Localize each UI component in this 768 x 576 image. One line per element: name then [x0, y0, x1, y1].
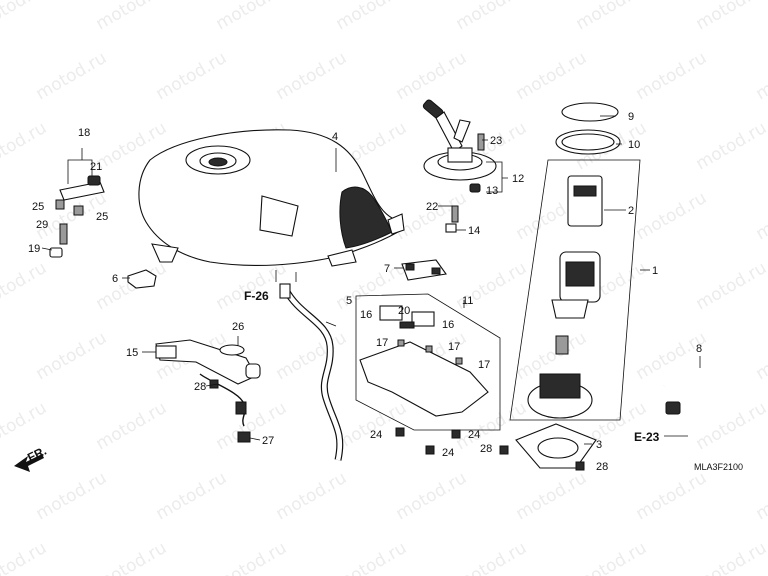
callout-7: 7	[384, 263, 390, 275]
breather-hose	[279, 283, 344, 461]
callout-9: 9	[628, 111, 634, 123]
watermark-text: motod.ru	[93, 398, 171, 454]
callout-12: 12	[512, 173, 524, 185]
watermark-text: motod.ru	[93, 258, 171, 314]
callout-28c: 28	[596, 461, 608, 473]
callout-25b: 25	[96, 211, 108, 223]
callout-18: 18	[78, 127, 90, 139]
watermark-text: motod.ru	[273, 468, 351, 524]
callout-22: 22	[426, 201, 438, 213]
callout-24b: 24	[442, 447, 454, 459]
watermark-text: motod.ru	[513, 48, 591, 104]
watermark-text: motod.ru	[753, 188, 768, 244]
callout-19: 19	[28, 243, 40, 255]
callout-4: 4	[332, 131, 338, 143]
watermark-text: motod.ru	[273, 48, 351, 104]
watermark-text: motod.ru	[633, 48, 711, 104]
callout-10: 10	[628, 139, 640, 151]
watermark-text: motod.ru	[33, 328, 111, 384]
callout-16b: 16	[442, 319, 454, 331]
callout-1: 1	[652, 265, 658, 277]
watermark-text: motod.ru	[573, 538, 651, 576]
watermark-text: motod.ru	[753, 48, 768, 104]
callout-3: 3	[596, 439, 602, 451]
callout-20: 20	[398, 305, 410, 317]
callout-29: 29	[36, 219, 48, 231]
callout-21: 21	[90, 161, 102, 173]
watermark-text: motod.ru	[393, 48, 471, 104]
callout-5: 5	[346, 295, 352, 307]
watermark-text: motod.ru	[0, 538, 50, 576]
reference-e23: E-23	[634, 430, 660, 444]
callout-14: 14	[468, 225, 480, 237]
watermark-text: motod.ru	[453, 538, 531, 576]
tank-mount-hardware	[49, 175, 157, 289]
watermark-text: motod.ru	[273, 328, 351, 384]
callout-13: 13	[486, 185, 498, 197]
watermark-text: motod.ru	[153, 48, 231, 104]
watermark-text: motod.ru	[213, 258, 291, 314]
callout-25a: 25	[32, 201, 44, 213]
watermark-text: motod.ru	[693, 538, 768, 576]
watermark-text: motod.ru	[453, 0, 531, 34]
front-direction-arrow	[14, 454, 44, 472]
callout-6: 6	[112, 273, 118, 285]
watermark-text: motod.ru	[213, 538, 291, 576]
callout-15: 15	[126, 347, 138, 359]
watermark-text: motod.ru	[393, 468, 471, 524]
callout-24a: 24	[370, 429, 382, 441]
watermark-text: motod.ru	[693, 118, 768, 174]
callout-11: 11	[462, 295, 473, 307]
watermark-text: motod.ru	[633, 468, 711, 524]
fuel-tank	[138, 129, 405, 267]
watermark-text: motod.ru	[693, 258, 768, 314]
watermark-text: motod.ru	[753, 468, 768, 524]
watermark-text: motod.ru	[0, 0, 50, 34]
fuel-sensor-wiring	[155, 339, 261, 443]
callout-26: 26	[232, 321, 244, 333]
watermark-text: motod.ru	[333, 0, 411, 34]
watermark-text: motod.ru	[0, 118, 50, 174]
leader-lines	[41, 115, 701, 445]
watermark-text: motod.ru	[93, 538, 171, 576]
callout-17c: 17	[478, 359, 490, 371]
watermark-text: motod.ru	[333, 538, 411, 576]
direction-label: FR.	[25, 444, 49, 465]
watermark-text: motod.ru	[213, 398, 291, 454]
watermark-text: motod.ru	[33, 48, 111, 104]
watermark-text: motod.ru	[633, 188, 711, 244]
callout-24c: 24	[468, 429, 480, 441]
callout-23: 23	[490, 135, 502, 147]
callout-27: 27	[262, 435, 274, 447]
callout-labels: 1 2 3 4 5 6 7 8 9 10 11 12 13 14 15 16 1…	[28, 111, 702, 473]
diagram-code: MLA3F2100	[694, 462, 743, 472]
fuel-pump-assembly	[499, 102, 641, 471]
watermark-text: motod.ru	[693, 398, 768, 454]
callout-17a: 17	[376, 337, 388, 349]
watermark-text: motod.ru	[93, 0, 171, 34]
callout-28a: 28	[194, 381, 206, 393]
callout-8: 8	[696, 343, 702, 355]
fuel-feed-hose	[662, 368, 729, 415]
watermark-text: motod.ru	[0, 258, 50, 314]
callout-28b: 28	[480, 443, 492, 455]
watermark-text: motod.ru	[753, 328, 768, 384]
reference-f26: F-26	[244, 289, 269, 303]
watermark-text: motod.ru	[693, 0, 768, 34]
watermark-text: motod.ru	[213, 0, 291, 34]
canister-tray-assembly	[355, 259, 501, 455]
callout-17b: 17	[448, 341, 460, 353]
watermark-text: motod.ru	[333, 398, 411, 454]
callout-16a: 16	[360, 309, 372, 321]
watermark-text: motod.ru	[153, 468, 231, 524]
watermark-text: motod.ru	[513, 468, 591, 524]
fuel-filler-cap	[422, 99, 497, 233]
watermark-text: motod.ru	[33, 468, 111, 524]
callout-2: 2	[628, 205, 634, 217]
watermark-text: motod.ru	[573, 0, 651, 34]
